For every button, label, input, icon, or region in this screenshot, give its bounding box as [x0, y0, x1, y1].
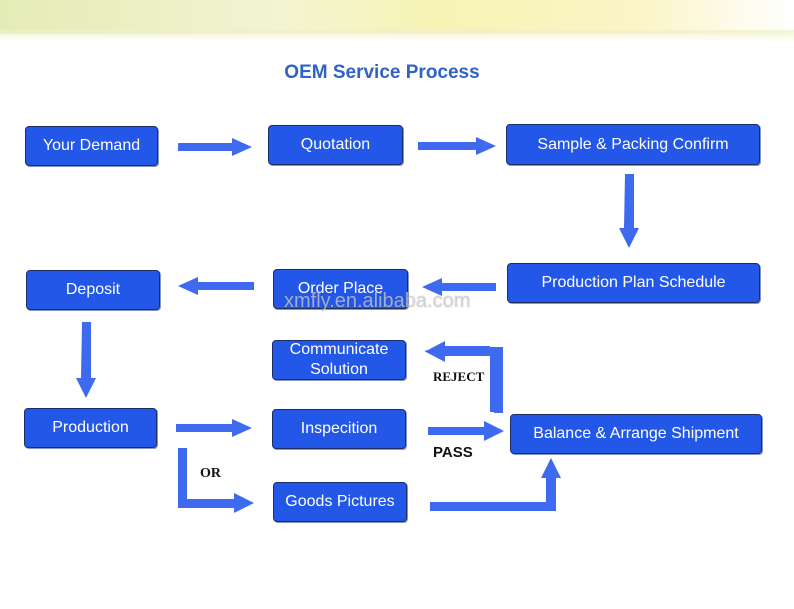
step-quotation: Quotation: [268, 125, 403, 165]
step-production-label: Production: [52, 419, 129, 436]
arrow-reject-vertical: [494, 347, 503, 413]
diagram-title: OEM Service Process: [284, 62, 480, 83]
arrow-production-to-goods: [178, 448, 254, 513]
arrow-inspection-to-balance: [428, 421, 504, 441]
arrow-reject-head: [425, 341, 445, 362]
step-order-place: Order Place: [273, 269, 408, 309]
step-production-plan-schedule: Production Plan Schedule: [507, 263, 760, 303]
step-production-plan-label: Production Plan Schedule: [541, 274, 726, 291]
arrow-reject-horizontal: [444, 347, 503, 356]
arrow-demand-to-quotation: [178, 138, 252, 156]
step-balance-label: Balance & Arrange Shipment: [533, 425, 739, 442]
step-balance-arrange-shipment: Balance & Arrange Shipment: [510, 414, 762, 454]
header-decoration: [0, 0, 794, 42]
step-communicate-line2: Solution: [310, 361, 368, 378]
edge-label-pass: PASS: [433, 444, 473, 461]
arrow-quotation-to-sample: [418, 137, 496, 155]
step-your-demand: Your Demand: [25, 126, 158, 166]
arrow-plan-to-order: [422, 278, 496, 296]
step-production: Production: [24, 408, 157, 448]
step-sample-packing-label: Sample & Packing Confirm: [537, 135, 729, 153]
arrow-production-to-inspection: [176, 419, 252, 437]
step-sample-packing-confirm: Sample & Packing Confirm: [506, 124, 760, 165]
step-deposit: Deposit: [26, 270, 160, 310]
step-inspection-label: Inspecition: [300, 420, 378, 437]
arrow-goods-to-balance: [430, 458, 561, 511]
step-quotation-label: Quotation: [300, 136, 371, 153]
step-order-place-label: Order Place: [297, 280, 384, 297]
arrow-deposit-to-production: [76, 322, 96, 398]
arrow-sample-to-plan: [619, 174, 639, 248]
step-communicate-line1: Communicate: [289, 341, 389, 358]
step-goods-pictures: Goods Pictures: [273, 482, 407, 522]
step-inspection: Inspecition: [272, 409, 406, 449]
step-goods-pictures-label: Goods Pictures: [285, 493, 395, 510]
arrow-order-to-deposit: [178, 277, 254, 295]
edge-label-or: OR: [200, 466, 221, 481]
step-deposit-label: Deposit: [65, 281, 121, 298]
step-your-demand-label: Your Demand: [42, 137, 141, 154]
edge-label-reject: REJECT: [433, 369, 485, 384]
step-communicate-solution: Communicate Solution: [272, 340, 406, 380]
